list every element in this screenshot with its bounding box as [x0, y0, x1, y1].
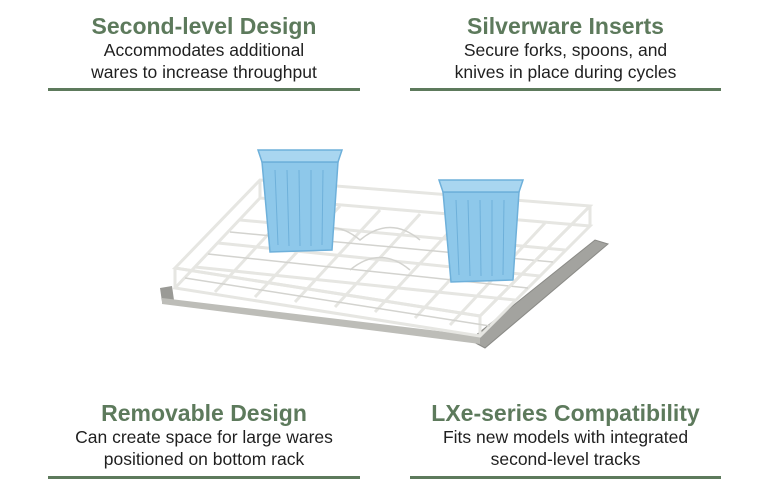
feature-description-line: Can create space for large wares: [75, 427, 333, 447]
feature-description-line: Accommodates additional: [103, 40, 305, 60]
feature-description-line: positioned on bottom rack: [103, 449, 305, 469]
feature-title: Silverware Inserts: [467, 13, 664, 39]
feature-title: Second-level Design: [91, 13, 317, 39]
feature-description-line: wares to increase throughput: [91, 62, 317, 82]
divider: [48, 476, 360, 479]
rack-front-wires: [174, 204, 592, 318]
divider: [410, 88, 721, 91]
feature-description-line: Secure forks, spoons, and: [463, 40, 668, 60]
feature-description-line: second-level tracks: [490, 449, 641, 469]
feature-removable-design: Removable Design Can create space for la…: [48, 400, 360, 479]
silverware-basket-right: [437, 179, 525, 283]
feature-title: Removable Design: [101, 400, 307, 426]
feature-title: LXe-series Compatibility: [431, 400, 700, 426]
feature-silverware-inserts: Silverware Inserts Secure forks, spoons,…: [410, 13, 721, 91]
feature-description-line: Fits new models with integrated: [442, 427, 689, 447]
feature-second-level-design: Second-level Design Accommodates additio…: [48, 13, 360, 91]
divider: [410, 476, 721, 479]
right-rail: [469, 239, 610, 349]
rack-product-image: [160, 149, 610, 349]
divider: [48, 88, 360, 91]
bottom-rail: [162, 298, 480, 344]
silverware-basket-left: [256, 149, 344, 253]
feature-lxe-series-compatibility: LXe-series Compatibility Fits new models…: [410, 400, 721, 479]
left-rail: [160, 286, 174, 302]
feature-description-line: knives in place during cycles: [454, 62, 677, 82]
